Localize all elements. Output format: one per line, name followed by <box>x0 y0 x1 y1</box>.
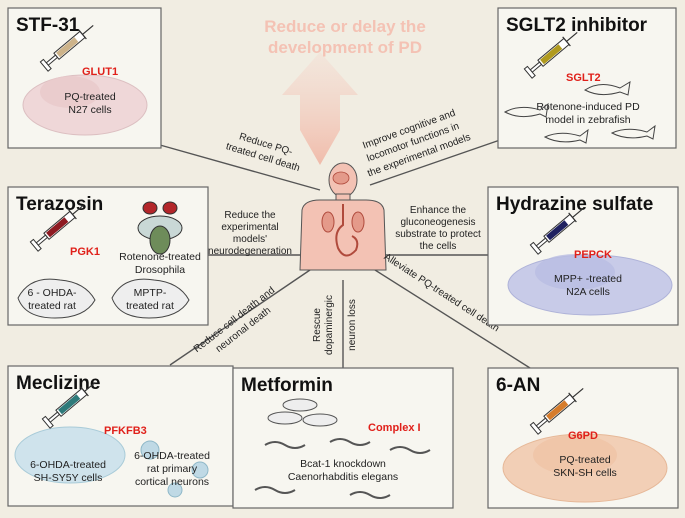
edge-metformin-line3: neuron loss <box>347 299 358 351</box>
goal-line-2: development of PD <box>268 38 422 57</box>
edge-hydrazine-line4: the cells <box>420 241 457 252</box>
panel-hydrazine: Hydrazine sulfate PEPCK MPP+ -treated N2… <box>487 186 679 326</box>
connector-stf31 <box>159 144 321 191</box>
goal-line-1: Reduce or delay the <box>264 17 426 36</box>
panel-6an: 6-AN G6PD PQ-treated SKN-SH cells <box>487 367 679 509</box>
connector-meclizine <box>169 269 311 366</box>
panel-title: Hydrazine sulfate <box>496 194 653 215</box>
syringe-icon <box>39 20 98 72</box>
target-label: PGK1 <box>70 246 100 258</box>
syringe-icon <box>529 203 588 255</box>
zebrafish-icon <box>503 81 656 144</box>
fly-model-line-2: Drosophila <box>135 264 185 276</box>
target-label: PFKFB3 <box>104 425 147 437</box>
panel-sglt2: SGLT2 inhibitor SGLT2 Rotenone-induced P… <box>497 7 677 149</box>
model-line-2: model in zebrafish <box>545 114 630 126</box>
edge-hydrazine-line3: substrate to protect <box>395 229 481 240</box>
panel-title: SGLT2 inhibitor <box>506 15 648 36</box>
model-line-1: PQ-treated <box>559 454 611 466</box>
model-line-1: PQ-treated <box>64 91 116 103</box>
worm-icon <box>254 438 431 499</box>
edge-terazosin-line1: Reduce the <box>224 210 276 221</box>
model-line-1: Bcat-1 knockdown <box>300 458 386 470</box>
target-label: GLUT1 <box>82 66 118 78</box>
edge-terazosin-line3: models' <box>233 234 267 245</box>
panel-meclizine: Meclizine PFKFB3 6-OHDA-treated SH-SY5Y … <box>7 365 234 507</box>
edge-terazosin-line4: neurodegeneration <box>208 246 292 257</box>
goal-arrow: Reduce or delay the development of PD <box>264 17 426 165</box>
model-2-line-2: rat primary <box>147 463 198 475</box>
edge-metformin-line1: Rescue <box>312 308 323 342</box>
model-line-1: Rotenone-induced PD <box>536 101 640 113</box>
model-line-2: N2A cells <box>566 286 610 298</box>
model-line-1: MPP+ -treated <box>554 273 622 285</box>
target-label: PEPCK <box>574 249 612 261</box>
syringe-icon <box>523 27 582 79</box>
model-2-line-1: 6-OHDA-treated <box>134 450 210 462</box>
rat-model-1-line-2: treated rat <box>28 300 76 312</box>
connector-sglt2 <box>369 139 501 186</box>
model-line-2: N27 cells <box>68 104 111 116</box>
model-1-line-1: 6-OHDA-treated <box>30 459 106 471</box>
model-line-2: Caenorhabditis elegans <box>288 471 398 483</box>
target-label: Complex I <box>368 422 421 434</box>
human-body-icon <box>299 162 387 271</box>
target-label: SGLT2 <box>566 72 601 84</box>
panel-title: Terazosin <box>16 194 103 215</box>
panel-title: 6-AN <box>496 375 540 396</box>
pill-icon <box>267 398 338 427</box>
edge-metformin-line2: dopaminergic <box>324 295 335 355</box>
neuron-icon <box>140 440 209 498</box>
model-line-2: SKN-SH cells <box>553 467 617 479</box>
connector-6an <box>374 269 531 369</box>
rat-model-2-line-2: treated rat <box>126 300 174 312</box>
rat-icon <box>17 278 190 319</box>
target-label: G6PD <box>568 430 598 442</box>
edge-hydrazine-line2: gluconeogenesis <box>400 217 475 228</box>
panel-stf31: STF-31 GLUT1 PQ-treated N27 cells <box>7 7 162 149</box>
model-1-line-2: SH-SY5Y cells <box>34 472 103 484</box>
fly-model-line-1: Rotenone-treated <box>119 251 201 263</box>
panel-metformin: Metformin Complex I Bcat-1 knockdown Cae… <box>232 367 454 509</box>
rat-model-2-line-1: MPTP- <box>134 287 167 299</box>
model-2-line-3: cortical neurons <box>135 476 209 488</box>
syringe-icon <box>529 383 588 435</box>
syringe-icon <box>41 377 100 429</box>
edge-6an-line1: Alleviate PQ-treated cell death <box>382 252 501 335</box>
panel-title: STF-31 <box>16 15 80 36</box>
edge-terazosin-line2: experimental <box>221 222 278 233</box>
panel-title: Meclizine <box>16 373 100 394</box>
rat-model-1-line-1: 6 - OHDA- <box>27 287 77 299</box>
syringe-icon <box>29 200 88 252</box>
panel-title: Metformin <box>241 375 333 396</box>
fly-icon <box>137 201 183 255</box>
edge-hydrazine-line1: Enhance the <box>410 205 467 216</box>
panel-terazosin: Terazosin PGK1 Rotenone-treated Drosophi… <box>7 186 209 326</box>
